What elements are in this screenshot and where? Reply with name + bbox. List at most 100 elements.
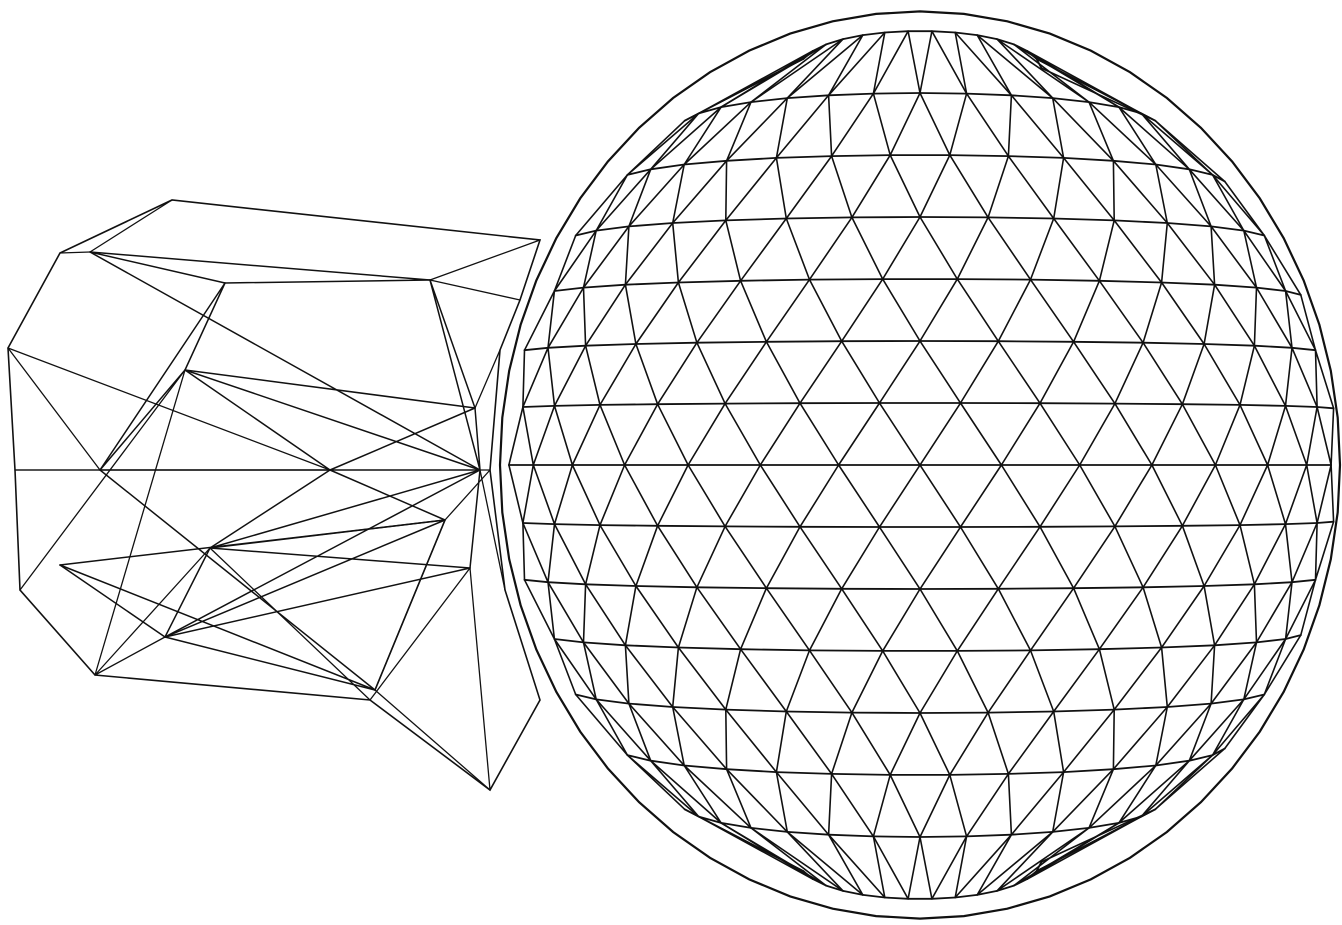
mesh-edge bbox=[1119, 107, 1189, 169]
mesh-edge bbox=[957, 217, 988, 279]
mesh-edge bbox=[760, 403, 800, 465]
mesh-edge bbox=[600, 405, 625, 465]
mesh-edge bbox=[651, 107, 721, 169]
mesh-edge bbox=[697, 587, 741, 649]
mesh-edge bbox=[525, 348, 549, 350]
mesh-edge bbox=[697, 343, 725, 404]
mesh-edge bbox=[673, 165, 685, 224]
mesh-edge bbox=[842, 279, 883, 341]
mesh-edge bbox=[1182, 526, 1204, 586]
mesh-edge bbox=[1257, 288, 1286, 291]
mesh-edge bbox=[1008, 95, 1011, 156]
mesh-edge bbox=[908, 31, 920, 93]
mesh-edge bbox=[185, 283, 225, 370]
mesh-edge bbox=[688, 404, 725, 465]
mesh-edge bbox=[920, 93, 950, 155]
mesh-edge bbox=[625, 223, 672, 285]
mesh-edge bbox=[584, 584, 586, 642]
mesh-edge bbox=[596, 226, 629, 230]
mesh-edge bbox=[697, 342, 767, 343]
mesh-edge bbox=[890, 93, 920, 155]
mesh-edge bbox=[1156, 707, 1168, 766]
mesh-edge bbox=[1099, 648, 1161, 650]
mesh-edge bbox=[629, 704, 651, 761]
mesh-edge bbox=[554, 288, 583, 291]
mesh-edge bbox=[977, 35, 1011, 95]
mesh-edge bbox=[988, 217, 1030, 279]
mesh-edge bbox=[726, 710, 777, 773]
mesh-edge bbox=[957, 651, 988, 713]
mesh-edge bbox=[470, 568, 490, 790]
mesh-edge bbox=[629, 704, 673, 707]
mesh-edge bbox=[1286, 523, 1318, 524]
mesh-edge bbox=[1316, 523, 1318, 580]
mesh-edge bbox=[95, 370, 185, 675]
mesh-edge bbox=[883, 279, 920, 341]
mesh-edge bbox=[829, 835, 863, 895]
mesh-edge bbox=[673, 220, 726, 223]
mesh-edge bbox=[658, 343, 697, 405]
mesh-edge bbox=[842, 527, 880, 589]
mesh-edge bbox=[1113, 161, 1167, 223]
mesh-edge bbox=[600, 525, 658, 526]
mesh-edge bbox=[727, 158, 777, 161]
mesh-edge bbox=[766, 341, 841, 342]
mesh-edge bbox=[786, 650, 809, 711]
mesh-edge bbox=[1292, 580, 1316, 582]
mesh-edge bbox=[988, 713, 1008, 774]
mesh-edge bbox=[636, 586, 697, 587]
mesh-edge bbox=[1152, 465, 1183, 526]
mesh-edge bbox=[165, 520, 445, 637]
mesh-edge bbox=[673, 648, 679, 708]
mesh-edge bbox=[1204, 344, 1240, 405]
mesh-edge bbox=[1254, 524, 1285, 584]
mesh-edge bbox=[1143, 283, 1162, 343]
mesh-edge bbox=[699, 817, 813, 879]
mesh-edge bbox=[1031, 219, 1054, 280]
mesh-edge bbox=[955, 33, 1011, 96]
mesh-edge bbox=[8, 348, 100, 470]
mesh-edge bbox=[873, 775, 890, 837]
mesh-edge bbox=[673, 707, 685, 766]
mesh-edge bbox=[555, 465, 573, 524]
mesh-edge bbox=[1054, 219, 1100, 281]
mesh-edge bbox=[725, 404, 760, 465]
mesh-edge bbox=[885, 31, 908, 32]
mesh-edge bbox=[1031, 588, 1074, 650]
mesh-edge bbox=[1264, 236, 1285, 292]
mesh-edge bbox=[555, 405, 601, 406]
mesh-edge bbox=[697, 281, 741, 343]
mesh-edge bbox=[651, 113, 699, 169]
mesh-edge bbox=[625, 465, 658, 526]
mesh-edge bbox=[1031, 280, 1074, 342]
mesh-edge bbox=[988, 217, 1054, 218]
mesh-edge bbox=[1254, 346, 1285, 406]
stem-outline bbox=[8, 200, 540, 790]
mesh-edge bbox=[920, 775, 950, 837]
mesh-edge bbox=[1156, 704, 1211, 766]
mesh-edge bbox=[525, 580, 549, 582]
mesh-edge bbox=[829, 33, 885, 96]
mesh-edge bbox=[678, 220, 725, 282]
mesh-edge bbox=[766, 527, 800, 588]
mesh-edge bbox=[555, 524, 586, 584]
mesh-edge bbox=[741, 588, 767, 649]
mesh-edge bbox=[600, 465, 625, 525]
mesh-edge bbox=[1080, 465, 1115, 526]
mesh-edge bbox=[839, 465, 880, 527]
mesh-edge bbox=[920, 31, 932, 93]
mesh-edge bbox=[873, 836, 920, 837]
mesh-edge bbox=[1162, 586, 1205, 648]
mesh-edge bbox=[873, 94, 890, 156]
mesh-edge bbox=[100, 370, 185, 470]
mesh-edge bbox=[988, 712, 1054, 713]
mesh-edge bbox=[1317, 465, 1331, 523]
mesh-edge bbox=[1089, 769, 1113, 828]
mesh-edge bbox=[225, 280, 430, 283]
mesh-edge bbox=[998, 589, 1030, 651]
mesh-edge bbox=[1167, 223, 1211, 226]
mesh-edge bbox=[1286, 524, 1293, 582]
mesh-edge bbox=[1054, 158, 1064, 219]
mesh-edge bbox=[1031, 650, 1054, 711]
